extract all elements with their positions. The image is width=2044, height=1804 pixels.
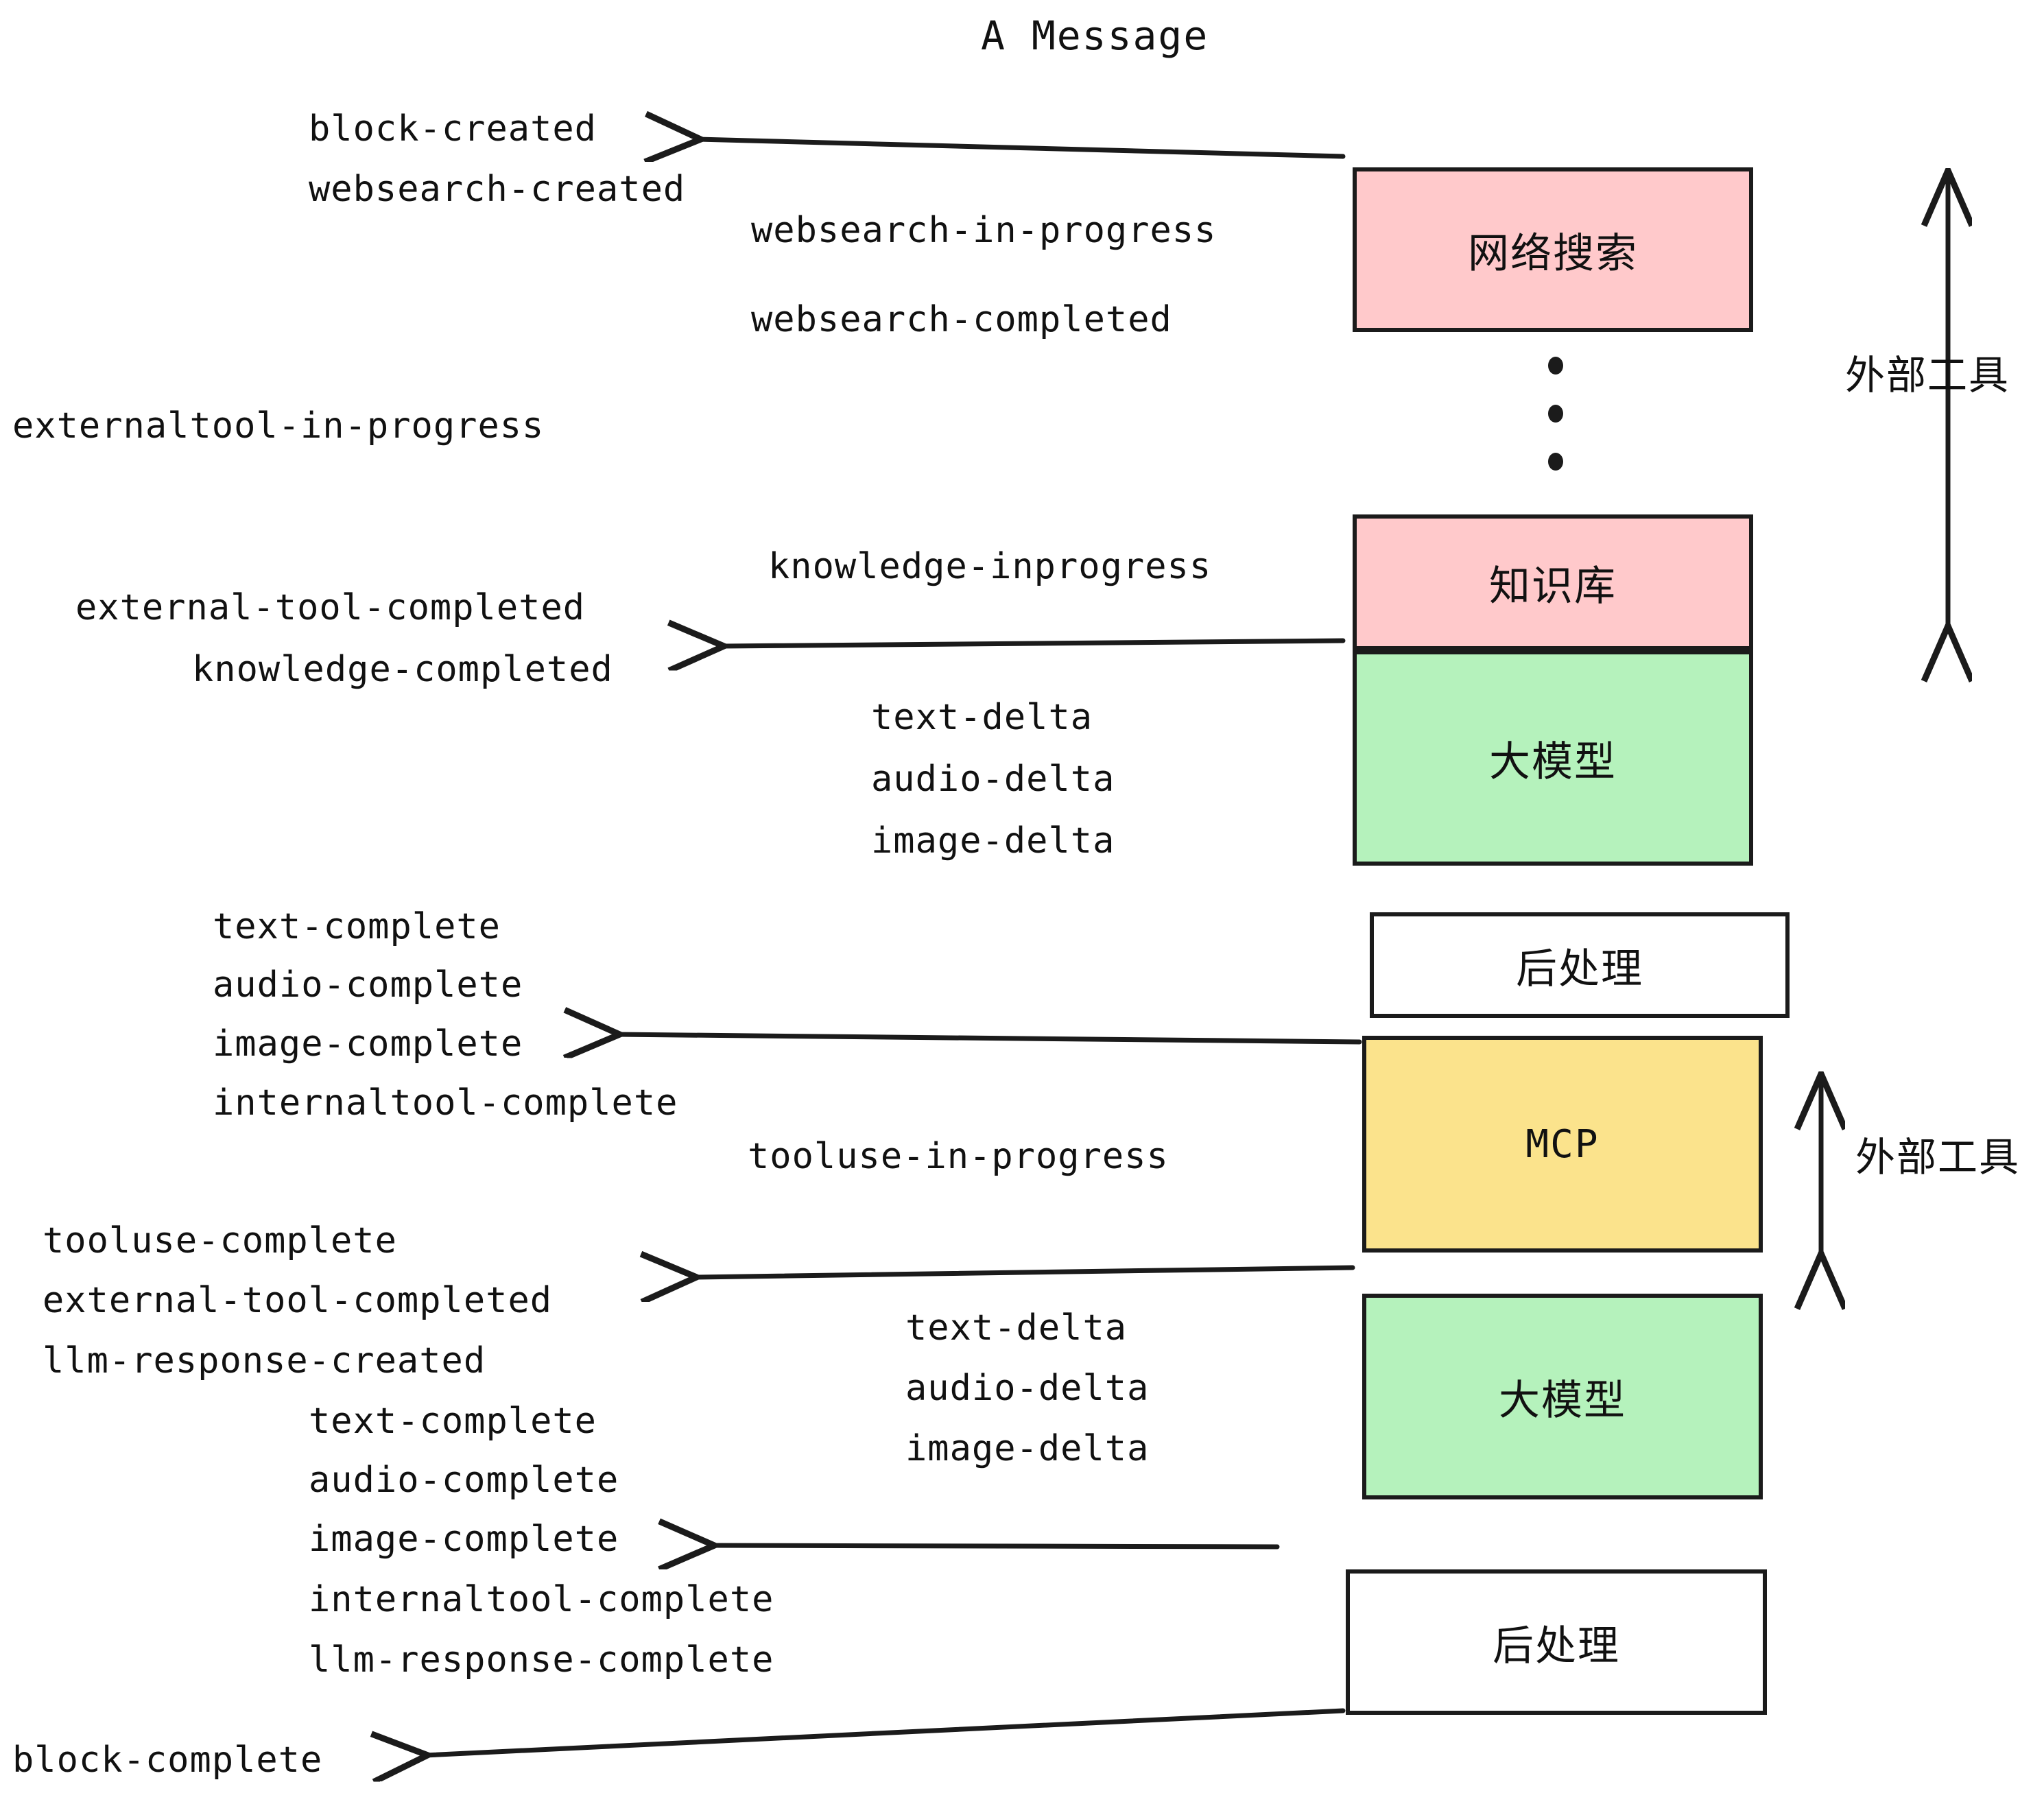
event-label: text-delta <box>905 1307 1128 1349</box>
knowledge-completed-arrow <box>722 641 1346 646</box>
group-label-external-tools-top: 外部工具 <box>1845 352 2010 399</box>
event-label: tooluse-in-progress <box>748 1136 1169 1177</box>
ellipsis-dot-icon <box>1548 405 1563 423</box>
event-label: llm-response-created <box>43 1340 486 1381</box>
block-created-arrow <box>698 139 1346 156</box>
event-label: text-complete <box>309 1401 597 1442</box>
tooluse-complete-arrow <box>694 1268 1355 1277</box>
event-label: internaltool-complete <box>309 1579 774 1620</box>
node-websearch: 网络搜索 <box>1353 167 1753 332</box>
diagram-title: A Message <box>981 12 1209 59</box>
node-mcp: MCP <box>1362 1036 1763 1253</box>
image-complete-arrow <box>617 1034 1362 1042</box>
event-label: block-complete <box>12 1740 323 1781</box>
event-label: tooluse-complete <box>43 1220 397 1261</box>
event-label: image-delta <box>871 820 1115 862</box>
event-label: image-delta <box>905 1428 1150 1469</box>
event-label: image-complete <box>309 1519 619 1560</box>
event-label: external-tool-completed <box>43 1280 553 1321</box>
node-postprocess-2: 后处理 <box>1346 1569 1767 1715</box>
ellipsis-dot-icon <box>1548 357 1563 375</box>
event-label: image-complete <box>213 1023 523 1065</box>
event-label: websearch-in-progress <box>751 210 1217 251</box>
node-postprocess-1: 后处理 <box>1370 912 1790 1018</box>
event-label: audio-complete <box>309 1460 619 1501</box>
ellipsis-dot-icon <box>1548 453 1563 471</box>
event-label: block-created <box>309 108 597 150</box>
event-label: audio-delta <box>871 759 1115 800</box>
event-label: llm-response-complete <box>309 1639 774 1681</box>
block-complete-arrow <box>425 1708 1346 1755</box>
node-knowledge: 知识库 <box>1353 514 1753 650</box>
event-label: knowledge-inprogress <box>768 546 1212 587</box>
node-llm-1: 大模型 <box>1353 650 1753 866</box>
group-label-external-tools-bottom: 外部工具 <box>1855 1134 2021 1180</box>
event-label: audio-complete <box>213 964 523 1006</box>
event-label: websearch-created <box>309 169 686 210</box>
event-label: text-complete <box>213 906 501 947</box>
node-llm-2: 大模型 <box>1362 1294 1763 1499</box>
audio-complete-arrow <box>712 1545 1280 1547</box>
event-label: audio-delta <box>905 1368 1150 1409</box>
event-label: websearch-completed <box>751 299 1172 340</box>
event-label: externaltool-in-progress <box>12 405 545 447</box>
event-label: text-delta <box>871 697 1093 738</box>
event-label: internaltool-complete <box>213 1082 678 1124</box>
event-label: external-tool-completed <box>75 587 586 628</box>
event-label: knowledge-completed <box>192 649 613 690</box>
